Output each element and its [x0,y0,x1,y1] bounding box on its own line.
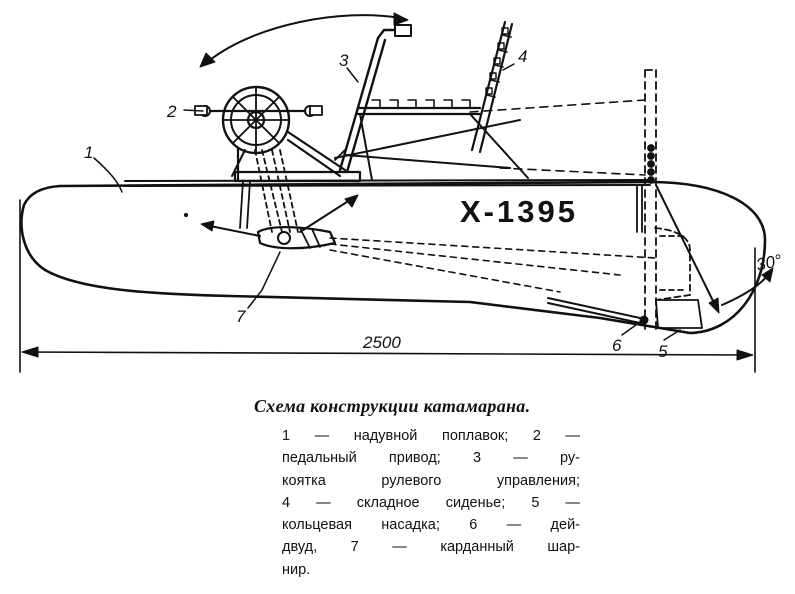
callout-2: 2 [166,102,177,121]
callout-1: 1 [84,143,93,162]
drive-shaft-dashed [329,237,656,293]
swing-arrow [199,12,409,68]
legend-line: коятка рулевого управления; [282,472,580,489]
leader-lines [93,63,681,341]
length-dimension-line [19,199,756,373]
inflatable-float [20,180,767,335]
legend-line: 4 — складное сиденье; 5 — [282,494,580,511]
steering-handle [334,24,412,174]
stern-post [636,69,657,331]
callout-6: 6 [612,336,622,355]
legend-line: кольцевая насадка; 6 — дей- [282,517,580,534]
length-dimension-label: 2500 [362,333,401,352]
legend-line: нир. [282,561,311,578]
callout-3: 3 [339,51,349,70]
pedal-drive-wheel [194,85,362,183]
stern-tube [547,297,649,325]
callout-5: 5 [658,342,668,361]
catamaran-drawing: X-1395 2500 30° 1 2 3 4 5 6 7 [19,12,784,373]
ring-nozzle [654,227,703,329]
legend-line: 1 — надувной поплавок; 2 — [282,428,580,444]
deck [124,179,651,187]
cardan-joint [183,194,359,250]
callout-4: 4 [518,47,527,66]
caption: Схема конструкции катамарана. 1 — надувн… [252,396,582,581]
drive-column [239,149,299,233]
tilt-arc [655,184,774,314]
hull-registration: X-1395 [460,194,578,229]
caption-title: Схема конструкции катамарана. [254,396,531,416]
folding-seat [334,20,646,181]
caption-legend: 1 — надувной поплавок; 2 — педальный при… [282,425,580,581]
legend-line: педальный привод; 3 — ру- [282,450,580,467]
legend-line: двуд, 7 — карданный шар- [282,539,580,556]
tilt-angle-label: 30° [754,251,783,275]
callout-7: 7 [236,307,246,326]
